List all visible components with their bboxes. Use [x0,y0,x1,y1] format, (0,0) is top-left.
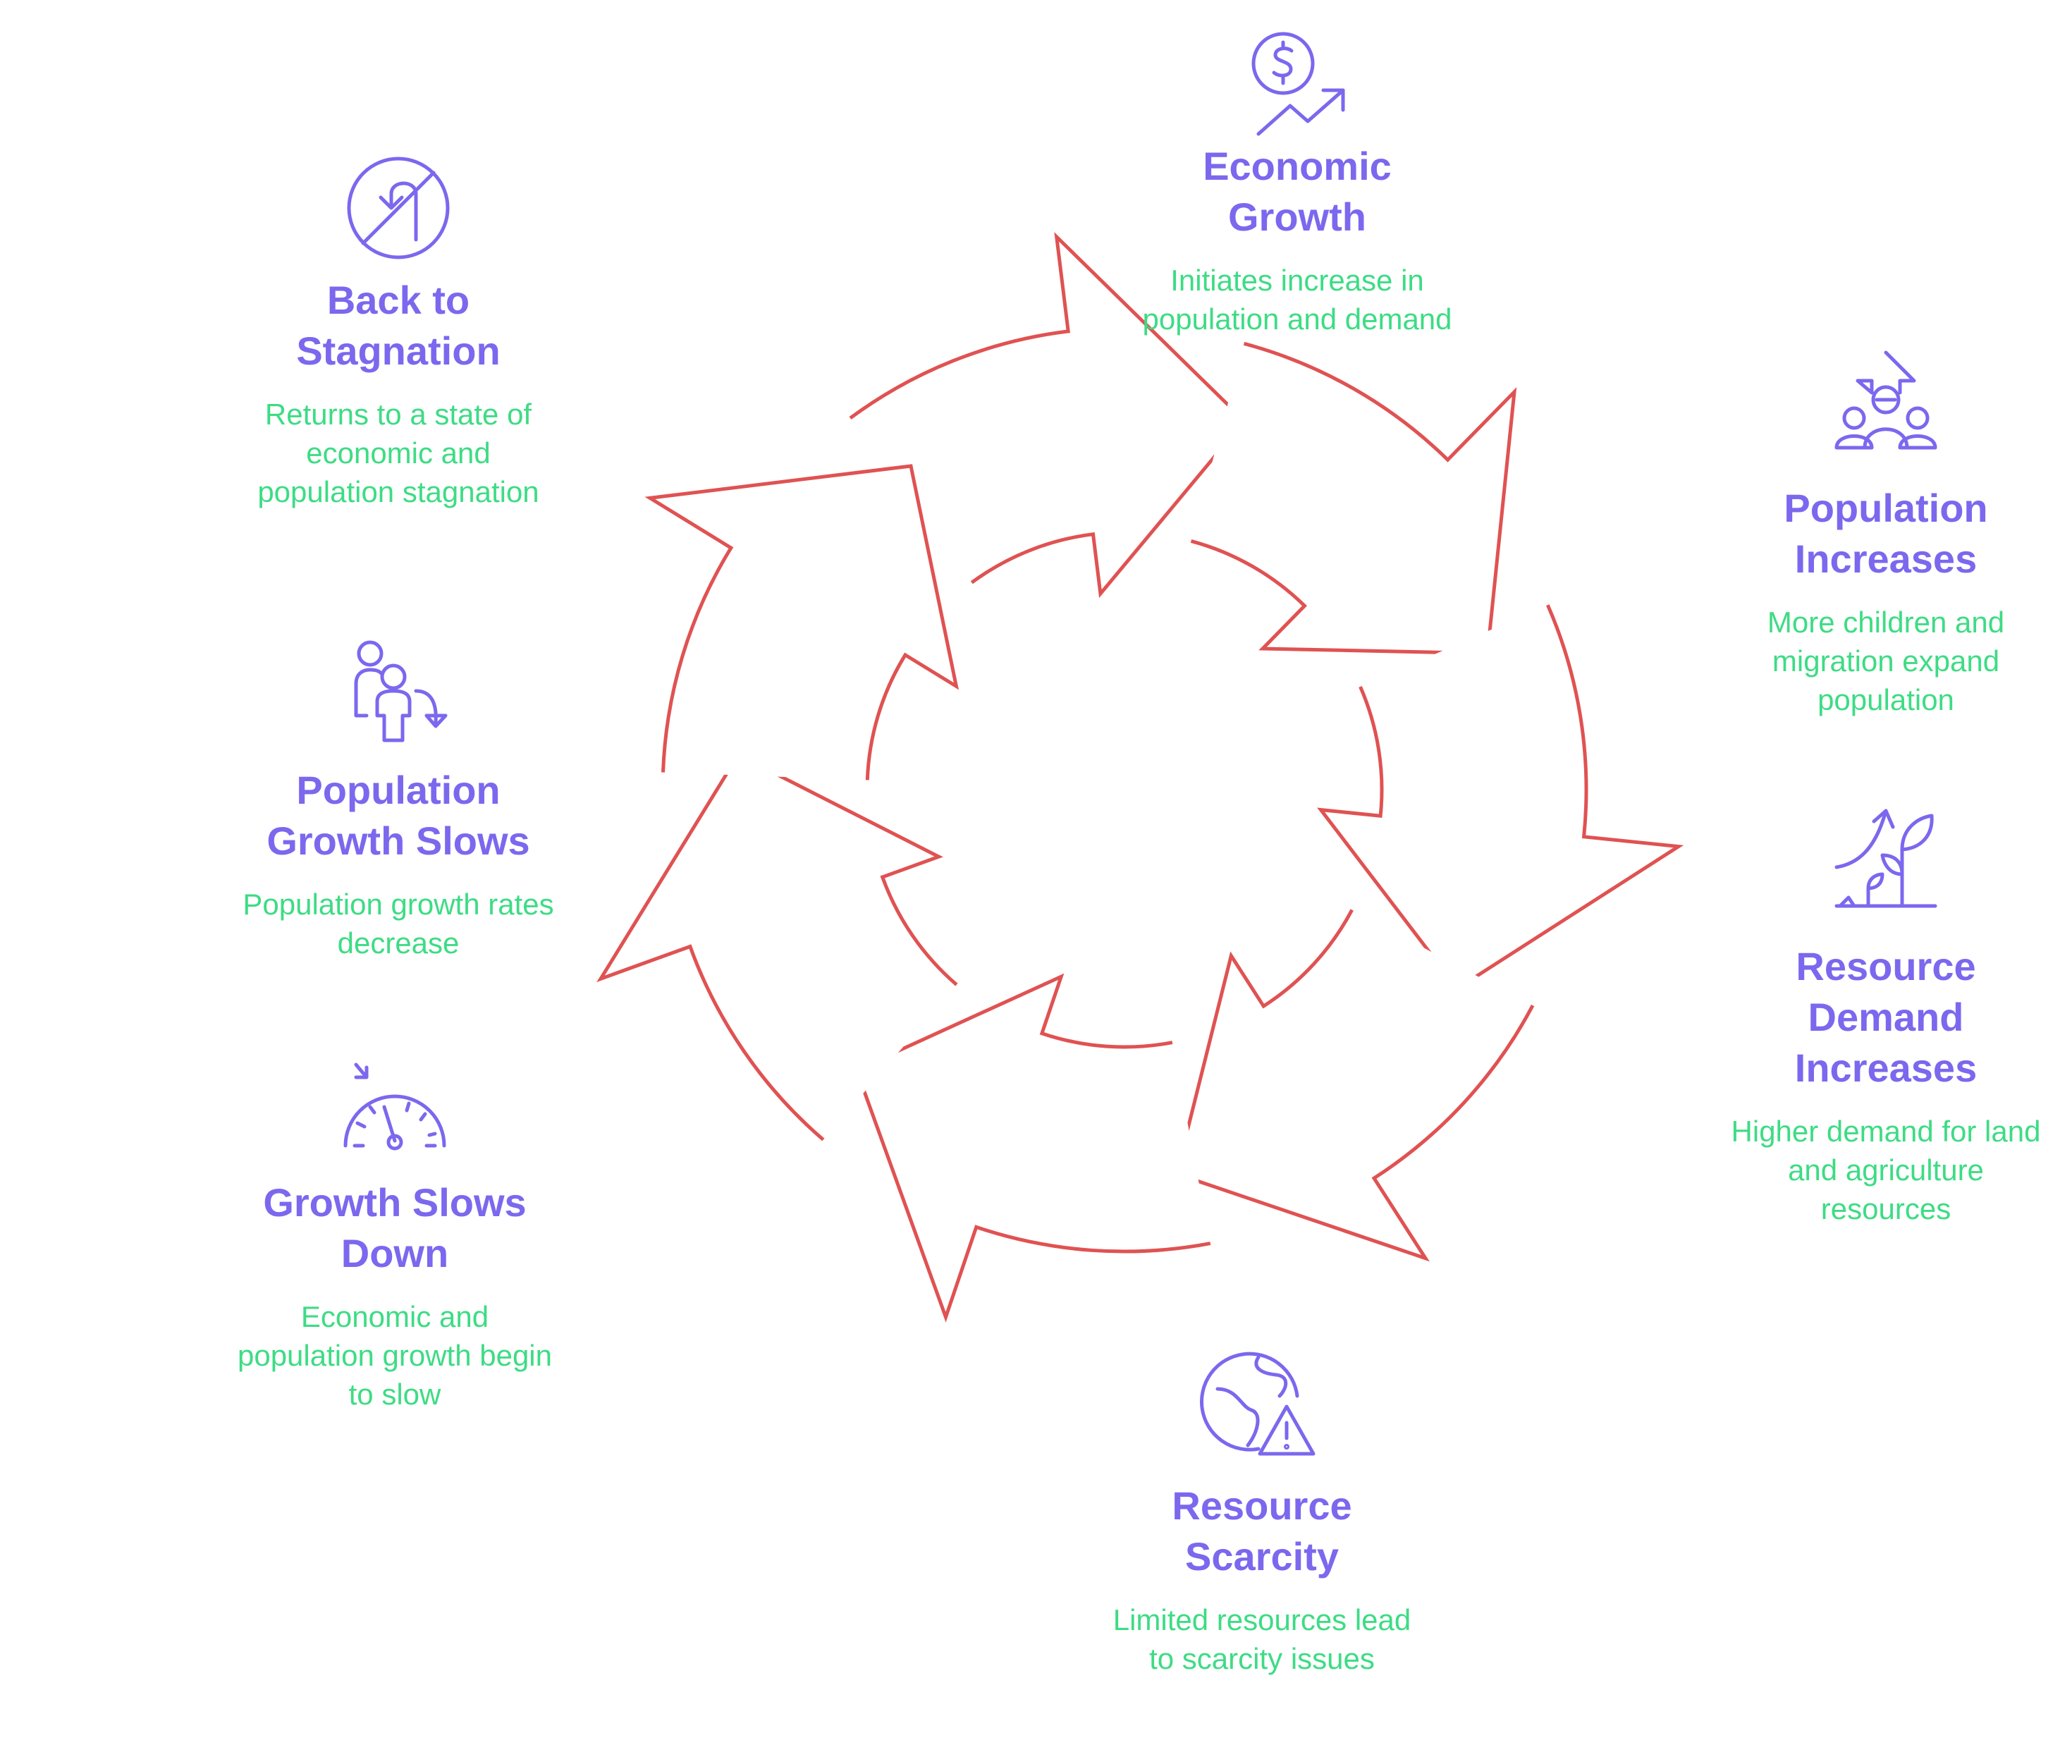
stage-back-to-stagnation: Back to Stagnation Returns to a state of… [236,155,560,511]
stage-description: Economic and population growth begin to … [237,1300,552,1411]
speedometer-icon [343,1062,446,1151]
stage-description: More children and migration expand popul… [1767,606,2005,716]
stage-population-growth-slows: Population Growth Slows Population growt… [236,638,560,962]
stage-description: Initiates increase in population and dem… [1142,264,1452,336]
stage-title: Back to Stagnation [296,278,501,373]
cycle-arrow-back-to-stagnation [644,464,960,780]
cycle-arrow-population-increases [1190,341,1517,656]
stage-title: Growth Slows Down [263,1180,527,1275]
stage-growth-slows-down: Growth Slows Down Economic and populatio… [233,1051,557,1414]
plant-growth-icon [1834,809,1937,908]
stage-title: Population Increases [1784,486,1988,581]
stage-description: Population growth rates decrease [243,888,554,960]
cycle-arrow-economic-growth [849,232,1247,599]
cycle-arrow-growth-slows-down [854,973,1211,1323]
no-u-turn-icon [347,157,450,259]
stage-description: Higher demand for land and agriculture r… [1731,1115,2041,1225]
cycle-arrows [596,232,1684,1323]
cycle-arrow-resource-scarcity [1174,909,1535,1262]
stage-resource-scarcity: Resource Scarcity Limited resources lead… [1100,1352,1424,1678]
stage-description: Returns to a state of economic and popul… [257,398,539,508]
stage-title: Population Growth Slows [266,768,530,863]
stage-population-increases: Population Increases More children and m… [1724,349,2048,719]
dollar-growth-icon [1251,32,1345,136]
stage-economic-growth: Economic Growth Initiates increase in po… [1135,28,1459,338]
cycle-arrow-resource-demand-increases [1317,604,1684,991]
stage-description: Limited resources lead to scarcity issue… [1112,1603,1411,1675]
stage-title: Resource Scarcity [1172,1483,1352,1579]
population-up-icon [1834,350,1937,450]
stage-resource-demand-increases: Resource Demand Increases Higher demand … [1724,807,2048,1228]
cycle-arrow-population-growth-slows [596,752,958,1141]
stage-title: Economic Growth [1203,144,1392,239]
stage-title: Resource Demand Increases [1794,944,1978,1090]
globe-warning-icon [1200,1352,1316,1456]
people-down-icon [354,640,448,742]
